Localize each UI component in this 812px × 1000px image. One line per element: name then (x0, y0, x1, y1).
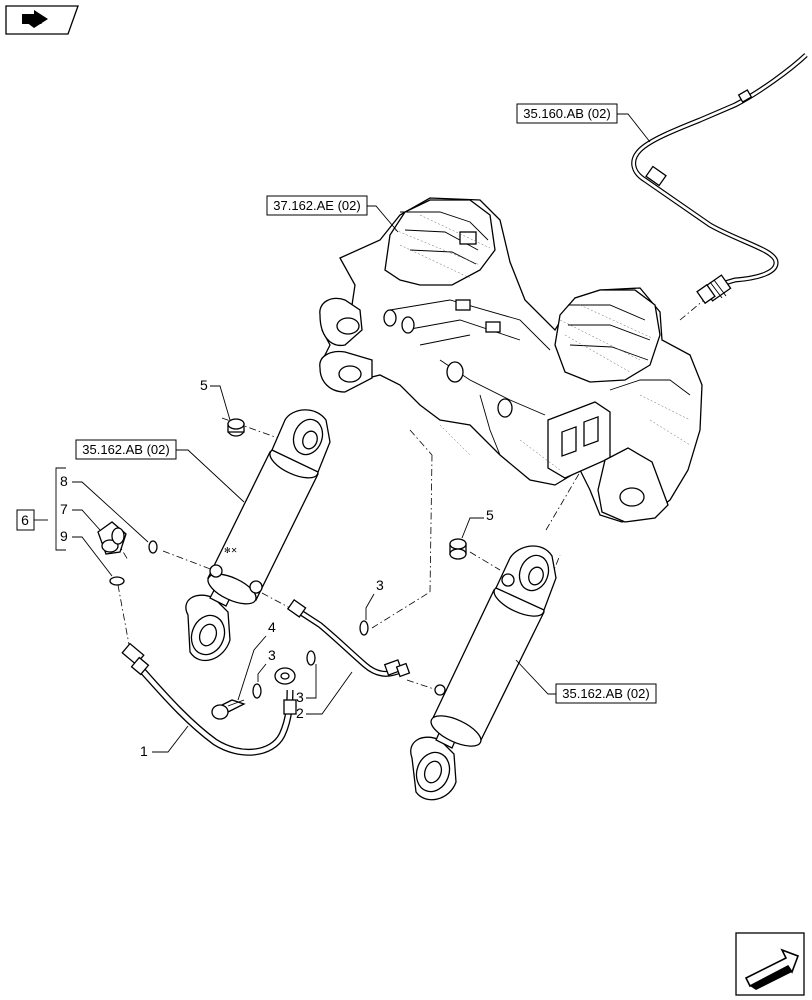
callout-3c: 3 (365, 577, 384, 620)
hydraulic-line-top-right (631, 53, 808, 305)
svg-text:3: 3 (376, 577, 384, 593)
ref-box-35-162-ab-left[interactable]: 35.162.AB (02) (75, 439, 245, 503)
svg-text:6: 6 (21, 512, 29, 528)
svg-text:3: 3 (268, 647, 276, 663)
callout-4: 4 (237, 619, 276, 701)
svg-text:8: 8 (60, 473, 68, 489)
banjo-bolt-4 (211, 699, 246, 720)
callout-5-left: 5 (200, 377, 231, 421)
sealing-washer-3c (359, 620, 369, 636)
hydraulic-hose-1 (121, 642, 297, 756)
ref-label: 35.160.AB (02) (523, 106, 610, 121)
callout-9: 9 (60, 528, 113, 577)
sealing-washer-3b (306, 650, 316, 666)
svg-text:5: 5 (486, 507, 494, 523)
ref-box-35-162-ab-right[interactable]: 35.162.AB (02) (515, 659, 657, 704)
right-hydraulic-cylinder (410, 545, 557, 801)
ref-label: 37.162.AE (02) (273, 198, 360, 213)
o-ring-8 (148, 540, 158, 554)
ref-label: 35.162.AB (02) (82, 442, 169, 457)
svg-text:✻✕: ✻✕ (224, 546, 237, 555)
svg-text:4: 4 (268, 619, 276, 635)
svg-text:5: 5 (200, 377, 208, 393)
axle-support-frame (319, 197, 703, 523)
callout-5-right: 5 (461, 507, 494, 539)
sealing-washer-3a (252, 683, 262, 699)
callout-2: 2 (296, 671, 353, 721)
next-arrow-icon[interactable] (735, 932, 805, 996)
back-arrow-icon[interactable] (5, 5, 79, 35)
left-hydraulic-cylinder: ✻✕ (185, 409, 331, 662)
callout-8: 8 (60, 473, 149, 543)
callout-6: 6 (16, 467, 66, 551)
callout-1: 1 (140, 725, 189, 759)
svg-text:2: 2 (296, 705, 304, 721)
elbow-fitting-7 (97, 521, 127, 555)
ref-box-35-160-ab[interactable]: 35.160.AB (02) (516, 103, 651, 143)
callout-7: 7 (60, 501, 101, 531)
callout-3a: 3 (257, 647, 276, 682)
ref-label: 35.162.AB (02) (562, 686, 649, 701)
plug-5-right (449, 538, 467, 560)
svg-text:1: 1 (140, 743, 148, 759)
callout-3b: 3 (296, 664, 317, 705)
svg-text:9: 9 (60, 528, 68, 544)
o-ring-9 (109, 576, 125, 586)
hydraulic-tube-2 (286, 598, 411, 678)
svg-text:7: 7 (60, 501, 68, 517)
svg-text:3: 3 (296, 689, 304, 705)
hose-fitting (696, 274, 732, 305)
plug-5-left (227, 418, 245, 437)
ref-box-37-162-ae[interactable]: 37.162.AE (02) (266, 195, 399, 233)
